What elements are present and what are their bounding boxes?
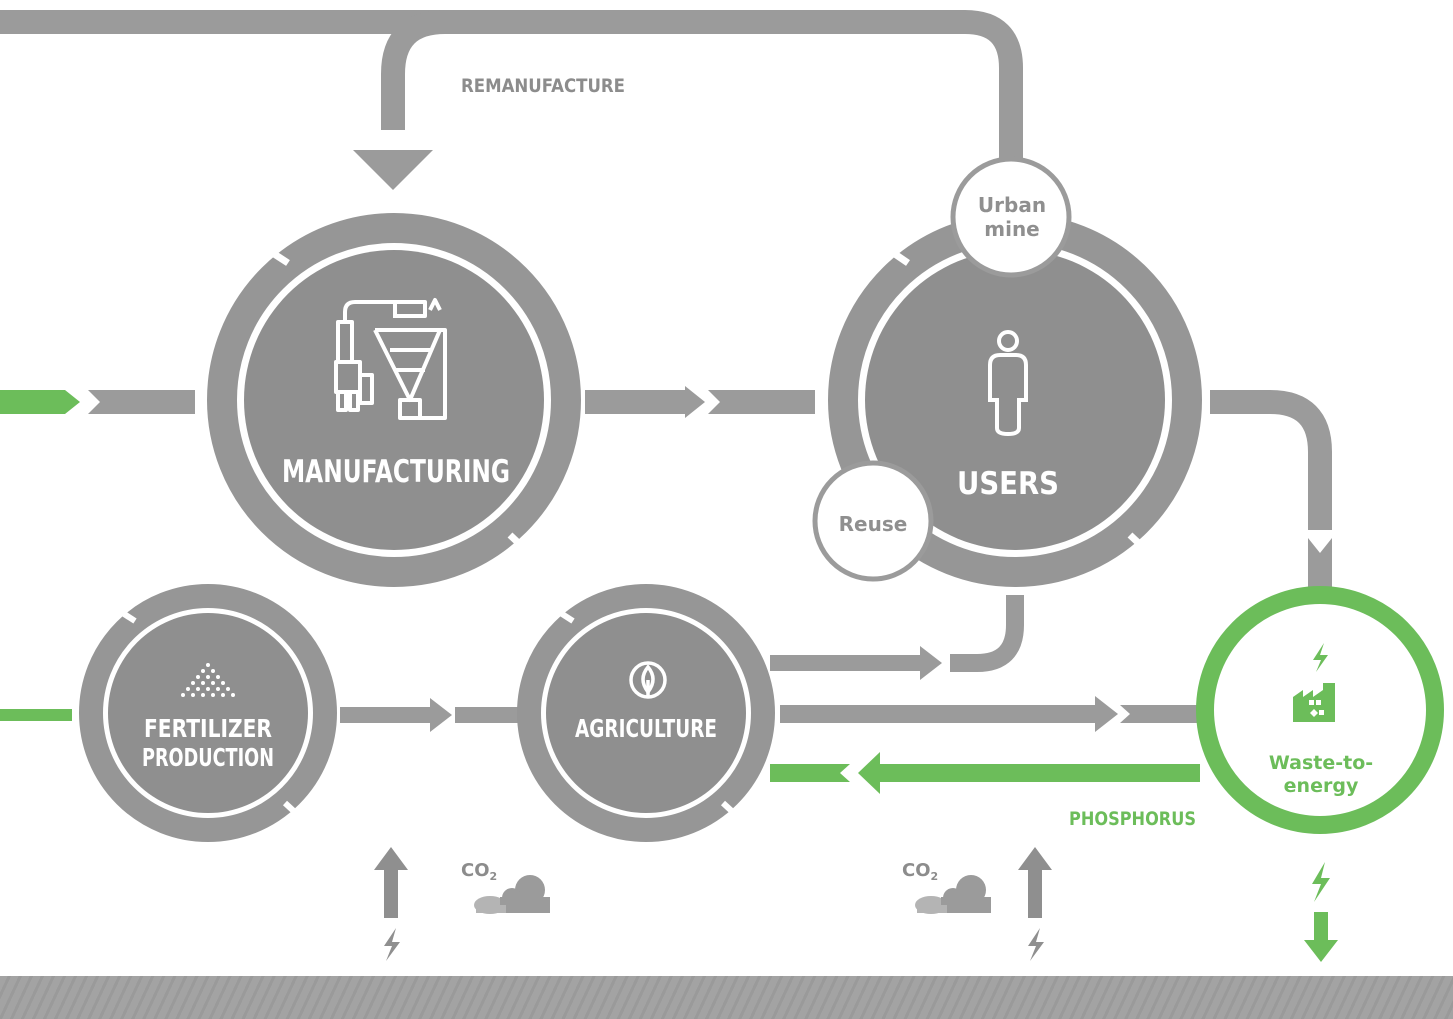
users-inner-circle	[865, 250, 1165, 550]
reuse-bubble: Reuse	[812, 460, 934, 582]
energy-output	[1304, 862, 1338, 962]
leaf-icon	[629, 661, 667, 699]
flow-input-to-manufacturing	[88, 390, 195, 414]
co2-right-base: CO	[902, 860, 931, 881]
lightning-bolt-icon	[1312, 862, 1330, 902]
agriculture-title: AGRICULTURE	[575, 714, 717, 743]
arrow-down-icon	[1304, 912, 1338, 962]
flow-fertilizer-to-agriculture	[340, 707, 430, 723]
green-input-line	[0, 709, 72, 721]
waste-title-line2: energy	[1284, 775, 1359, 797]
fertilizer-title-line1: FERTILIZER	[144, 714, 272, 743]
lightning-bolt-icon	[1028, 928, 1044, 961]
waste-to-energy-node: Waste-to- energy	[1196, 586, 1444, 834]
energy-input-left	[374, 847, 408, 961]
flow-agriculture-to-waste	[780, 705, 1095, 723]
factory-machinery-icon	[334, 298, 447, 420]
energy-input-right	[1018, 847, 1052, 961]
urban-mine-line2: mine	[984, 217, 1040, 241]
cloud-icon	[915, 875, 991, 914]
remanufacture-label: REMANUFACTURE	[461, 75, 625, 97]
urban-mine-bubble: Urban mine	[950, 156, 1072, 278]
co2-left-base: CO	[461, 860, 490, 881]
urban-mine-line1: Urban	[978, 193, 1046, 217]
agriculture-outer-ring	[517, 584, 775, 842]
remanufacture-arrowhead	[353, 150, 433, 190]
manufacturing-title: MANUFACTURING	[282, 454, 510, 490]
arrow-up-icon	[374, 847, 408, 918]
person-icon	[988, 330, 1028, 437]
manufacturing-node: MANUFACTURING	[207, 213, 581, 587]
phosphorus-label: PHOSPHORUS	[1069, 808, 1196, 830]
co2-emission-right: CO2	[902, 860, 991, 914]
footer-band	[0, 976, 1453, 1019]
granules-pile-icon	[181, 663, 235, 697]
agriculture-inner-circle	[546, 613, 746, 813]
flow-users-to-waste	[1210, 390, 1332, 530]
co2-right-sub: 2	[931, 870, 939, 883]
fertilizer-title-line2: PRODUCTION	[142, 743, 274, 772]
manufacturing-outer-ring	[207, 213, 581, 587]
cloud-icon	[474, 875, 550, 914]
agriculture-node: AGRICULTURE	[517, 584, 775, 842]
fertilizer-inner-circle	[108, 613, 308, 813]
waste-title-line1: Waste-to-	[1269, 752, 1373, 774]
svg-text:CO2: CO2	[461, 860, 497, 883]
manufacturing-inner-circle	[244, 250, 544, 550]
waste-factory-icon	[1293, 683, 1335, 722]
reuse-label: Reuse	[839, 512, 908, 536]
phosphorus-flow	[880, 764, 1200, 782]
flow-users-to-agriculture	[950, 595, 1024, 672]
remanufacture-loop	[0, 10, 1023, 170]
arrow-up-icon	[1018, 847, 1052, 918]
svg-text:CO2: CO2	[902, 860, 938, 883]
co2-left-sub: 2	[490, 870, 498, 883]
lightning-bolt-icon	[384, 928, 400, 961]
co2-emission-left: CO2	[461, 860, 550, 914]
users-title: USERS	[957, 466, 1059, 502]
fertilizer-outer-ring	[79, 584, 337, 842]
lightning-bolt-icon	[1313, 643, 1328, 672]
fertilizer-production-node: FERTILIZER PRODUCTION	[79, 584, 337, 842]
green-input-arrow	[0, 390, 80, 414]
flow-manufacturing-to-users	[585, 390, 685, 414]
